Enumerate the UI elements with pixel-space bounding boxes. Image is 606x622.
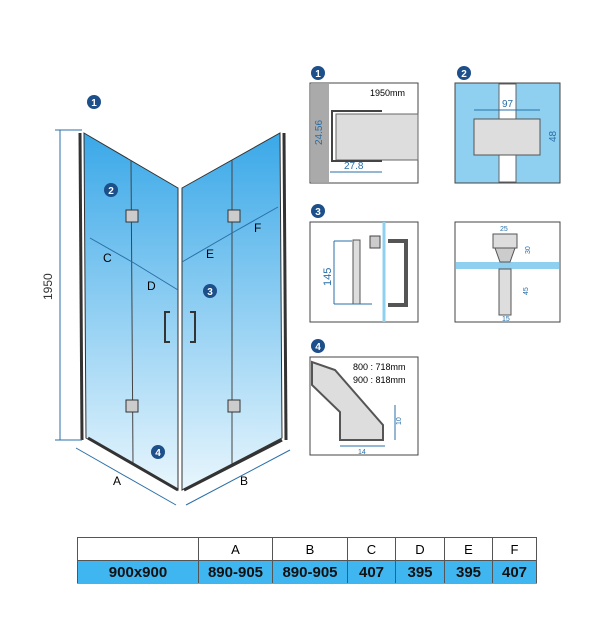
- svg-text:800 : 718mm: 800 : 718mm: [353, 362, 406, 372]
- dim-label-e: E: [206, 247, 214, 261]
- svg-text:27.8: 27.8: [344, 161, 364, 172]
- table-cell: 395: [395, 560, 445, 584]
- table-header: F: [492, 537, 537, 561]
- svg-text:48: 48: [548, 130, 559, 142]
- table-header-row: A B C D E F: [77, 537, 537, 561]
- svg-text:1: 1: [315, 69, 321, 80]
- dim-label-c: C: [103, 251, 112, 265]
- svg-text:97: 97: [502, 99, 514, 110]
- detail-2-hinge: 2 97 48: [454, 66, 561, 184]
- dim-label-a: A: [113, 474, 121, 488]
- svg-text:14: 14: [358, 449, 366, 456]
- table-header: A: [198, 537, 273, 561]
- detail-3-handle: 3 145: [309, 204, 419, 323]
- svg-text:2: 2: [108, 186, 114, 197]
- detail-3-knob: 25 30 45 15: [454, 221, 561, 323]
- table-header: [77, 537, 199, 561]
- svg-text:24.56: 24.56: [314, 120, 325, 145]
- table-header: E: [444, 537, 493, 561]
- svg-text:45: 45: [523, 287, 530, 295]
- svg-text:30: 30: [525, 246, 532, 254]
- svg-text:1950mm: 1950mm: [370, 88, 405, 98]
- dimensions-table: A B C D E F 900x900 890-905 890-905 407 …: [77, 537, 537, 584]
- dim-label-d: D: [147, 279, 156, 293]
- dim-label-b: B: [240, 474, 248, 488]
- svg-text:25: 25: [500, 226, 508, 233]
- svg-text:145: 145: [322, 268, 334, 286]
- svg-text:15: 15: [502, 316, 510, 323]
- detail-1-wall-profile: 1 1950mm 24.56 27.8: [309, 66, 419, 184]
- svg-text:10: 10: [396, 417, 403, 425]
- svg-text:1: 1: [91, 98, 97, 109]
- height-label: 1950: [41, 273, 55, 300]
- svg-text:900 : 818mm: 900 : 818mm: [353, 375, 406, 385]
- svg-text:3: 3: [315, 207, 321, 218]
- table-header: C: [347, 537, 396, 561]
- table-cell: 395: [444, 560, 493, 584]
- svg-text:4: 4: [155, 448, 161, 459]
- dimension-lines: [55, 129, 291, 506]
- table-cell: 407: [492, 560, 537, 584]
- table-cell: 407: [347, 560, 396, 584]
- table-header: D: [395, 537, 445, 561]
- svg-text:4: 4: [315, 342, 321, 353]
- table-cell: 900x900: [77, 560, 199, 584]
- table-cell: 890-905: [272, 560, 348, 584]
- detail-4-threshold-profile: 4 800 : 718mm 900 : 818mm 10 14: [309, 339, 419, 456]
- svg-text:2: 2: [461, 69, 467, 80]
- callout-markers: 1 2 3 4: [87, 95, 217, 459]
- table-cell: 890-905: [198, 560, 273, 584]
- dim-label-f: F: [254, 221, 261, 235]
- shower-enclosure: [78, 132, 288, 492]
- table-row: 900x900 890-905 890-905 407 395 395 407: [77, 560, 537, 584]
- svg-text:3: 3: [207, 287, 213, 298]
- table-header: B: [272, 537, 348, 561]
